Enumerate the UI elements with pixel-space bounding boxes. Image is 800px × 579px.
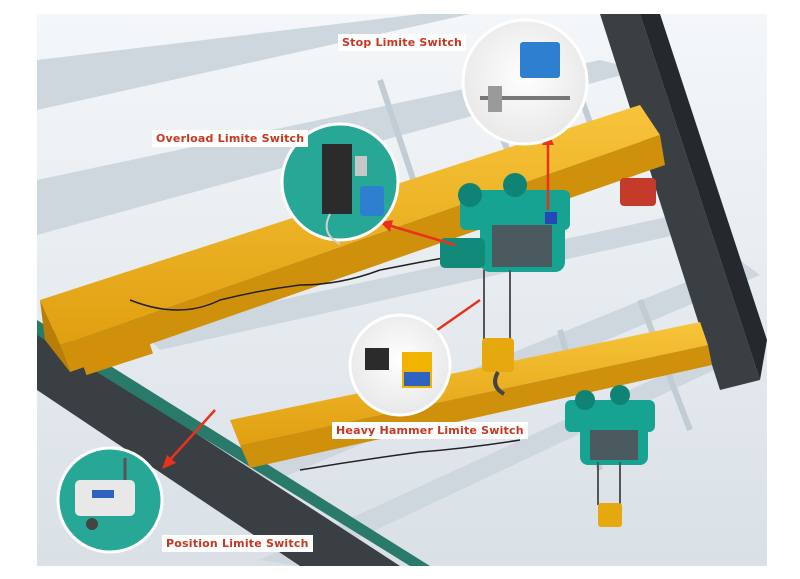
- second-hoist: [565, 385, 655, 527]
- overload-switch-label: Overload Limite Switch: [152, 130, 309, 147]
- overload-switch-callout: [280, 122, 400, 245]
- festoon-cable: [129, 254, 461, 311]
- position-switch-label: Position Limite Switch: [162, 535, 313, 552]
- main-hoist: [440, 173, 570, 396]
- stop-switch-label: Stop Limite Switch: [338, 34, 467, 51]
- position-switch-callout: [56, 446, 164, 554]
- end-truck-left: [77, 324, 153, 376]
- stop-switch-callout: [461, 18, 589, 146]
- hammer-switch-label: Heavy Hammer Limite Switch: [332, 422, 528, 439]
- hammer-switch-callout: [348, 313, 452, 417]
- drive-motor: [620, 178, 656, 206]
